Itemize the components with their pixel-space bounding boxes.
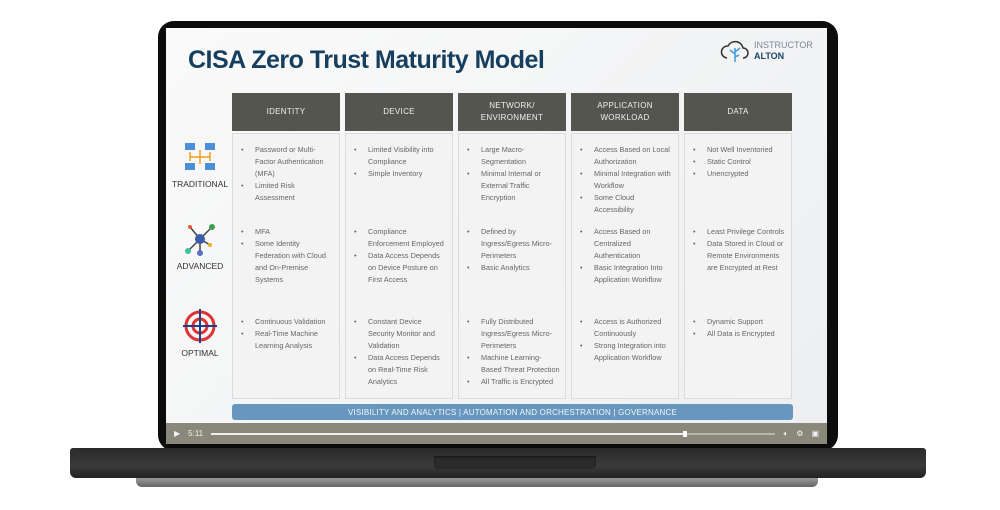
cell-item: Machine Learning-Based Threat Protection [463,352,562,376]
maturity-icon [170,308,230,344]
fullscreen-icon[interactable]: ▣ [811,429,819,438]
video-controls: ▶ 5:11 🔈︎ ⚙ ▣ [166,423,827,444]
cell-item: Limited Visibility into Compliance [350,144,449,168]
column-body: Not Well InventoriedStatic ControlUnencr… [684,133,792,399]
cell-item: Compliance Enforcement Employed [350,226,449,250]
column-header: APPLICATION WORKLOAD [571,93,679,131]
cell-item: Limited Risk Assessment [237,180,336,204]
laptop-base [70,448,926,478]
matrix-cell: Not Well InventoriedStatic ControlUnencr… [689,144,788,180]
cell-item: Constant Device Security Monitor and Val… [350,316,449,352]
cell-item: Minimal Internal or External Traffic Enc… [463,168,562,204]
matrix-cell: Constant Device Security Monitor and Val… [350,316,449,388]
matrix-cell: Least Privilege ControlsData Stored in C… [689,226,788,274]
cell-item: Fully Distributed Ingress/Egress Micro-P… [463,316,562,352]
cell-item: MFA [237,226,336,238]
row-label-advanced: ADVANCED [170,221,230,271]
cell-item: Some Cloud Accessibility [576,192,675,216]
cell-item: Password or Multi-Factor Authentication … [237,144,336,180]
cell-item: Real-Time Machine Learning Analysis [237,328,336,352]
row-label-optimal: OPTIMAL [170,308,230,358]
progress-slider[interactable] [211,430,776,437]
cell-item: Data Access Depends on Device Posture on… [350,250,449,286]
cell-item: Static Control [689,156,788,168]
cell-item: Not Well Inventoried [689,144,788,156]
column-body: Limited Visibility into ComplianceSimple… [345,133,453,399]
time-display: 5:11 [188,429,204,438]
column-body: Password or Multi-Factor Authentication … [232,133,340,399]
column-body: Large Macro-SegmentationMinimal Internal… [458,133,566,399]
cell-item: Strong Integration into Application Work… [576,340,675,364]
cell-item: Data Access Depends on Real-Time Risk An… [350,352,449,388]
column-header: DEVICE [345,93,453,131]
cell-item: Dynamic Support [689,316,788,328]
cell-item: Simple Inventory [350,168,449,180]
laptop-foot [136,478,818,487]
cloud-circuit-icon [720,40,749,62]
cell-item: Defined by Ingress/Egress Micro-Perimete… [463,226,562,262]
matrix-cell: Defined by Ingress/Egress Micro-Perimete… [463,226,562,274]
matrix-cell: Fully Distributed Ingress/Egress Micro-P… [463,316,562,388]
logo-line1: INSTRUCTOR [754,40,813,50]
cell-item: All Data is Encrypted [689,328,788,340]
matrix-cell: Continuous ValidationReal-Time Machine L… [237,316,336,352]
matrix-cell: Access Based on Centralized Authenticati… [576,226,675,286]
column-body: Access Based on Local AuthorizationMinim… [571,133,679,399]
volume-icon[interactable]: 🔈︎ [783,428,789,438]
slide-title: CISA Zero Trust Maturity Model [188,46,545,74]
column-header: DATA [684,93,792,131]
cell-item: Some Identity Federation with Cloud and … [237,238,336,286]
column-header: NETWORK/ ENVIRONMENT [458,93,566,131]
cell-item: Basic Integration Into Application Workf… [576,262,675,286]
matrix-cell: Dynamic SupportAll Data is Encrypted [689,316,788,340]
matrix-cell: Compliance Enforcement EmployedData Acce… [350,226,449,286]
maturity-icon [170,141,230,175]
play-icon[interactable]: ▶ [174,429,181,438]
video-screen: CISA Zero Trust Maturity Model INSTRUCTO… [166,28,827,444]
matrix-cell: Password or Multi-Factor Authentication … [237,144,336,204]
cell-item: Data Stored in Cloud or Remote Environme… [689,238,788,274]
laptop-notch [434,456,596,469]
cell-item: All Traffic is Encrypted [463,376,562,388]
matrix-cell: MFASome Identity Federation with Cloud a… [237,226,336,286]
cell-item: Continuous Validation [237,316,336,328]
cell-item: Access Based on Centralized Authenticati… [576,226,675,262]
footer-bar: VISIBILITY AND ANALYTICS | AUTOMATION AN… [232,404,793,420]
matrix-cell: Large Macro-SegmentationMinimal Internal… [463,144,562,204]
cell-item: Minimal Integration with Workflow [576,168,675,192]
column-header: IDENTITY [232,93,340,131]
matrix-cell: Access Based on Local AuthorizationMinim… [576,144,675,216]
matrix-cell: Limited Visibility into ComplianceSimple… [350,144,449,180]
row-label-traditional: TRADITIONAL [170,141,230,189]
cell-item: Access Based on Local Authorization [576,144,675,168]
logo-line2: ALTON [754,51,785,61]
cell-item: Least Privilege Controls [689,226,788,238]
maturity-icon [170,221,230,257]
matrix-cell: Access is Authorized ContinuouslyStrong … [576,316,675,364]
settings-icon[interactable]: ⚙ [796,429,804,438]
cell-item: Large Macro-Segmentation [463,144,562,168]
cell-item: Access is Authorized Continuously [576,316,675,340]
cell-item: Basic Analytics [463,262,562,274]
cell-item: Unencrypted [689,168,788,180]
